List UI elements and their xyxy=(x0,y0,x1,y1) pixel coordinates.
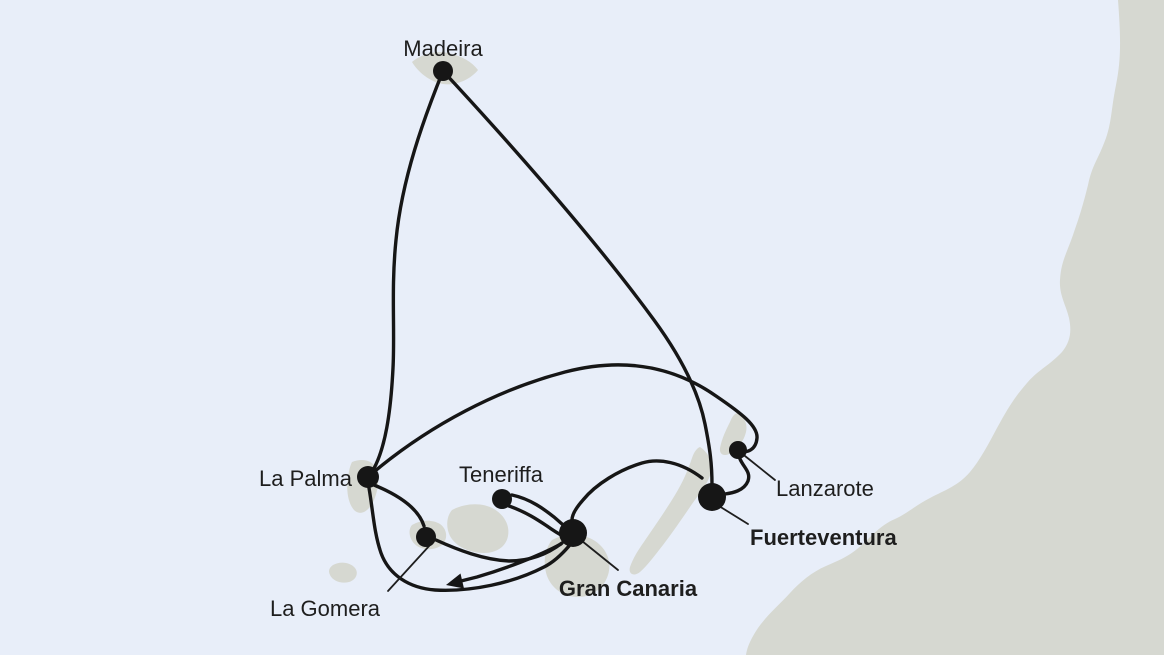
port-marker-la-gomera xyxy=(416,527,436,547)
route-la-palma-la-gomera xyxy=(372,483,426,528)
leader-la-gomera xyxy=(387,544,431,592)
route-madeira-fuerteventura xyxy=(441,69,714,487)
port-marker-fuerteventura xyxy=(698,483,726,511)
port-label-madeira: Madeira xyxy=(403,36,483,61)
port-label-la-gomera: La Gomera xyxy=(270,596,381,621)
port-label-teneriffa: Teneriffa xyxy=(459,462,544,487)
port-label-gran-canaria: Gran Canaria xyxy=(559,576,698,601)
port-marker-teneriffa xyxy=(492,489,512,509)
route-la-palma-south-loop xyxy=(367,486,571,592)
port-marker-madeira xyxy=(433,61,453,81)
leader-fuerteventura xyxy=(718,505,749,525)
route-madeira-la-palma xyxy=(368,69,445,477)
route-lanzarote-fuerteventura xyxy=(723,457,751,496)
direction-arrowhead xyxy=(446,573,464,589)
route-gran-canaria-arrow-line xyxy=(459,542,563,583)
port-marker-lanzarote xyxy=(729,441,747,459)
port-marker-gran-canaria xyxy=(559,519,587,547)
leader-gran-canaria xyxy=(581,540,619,571)
port-label-la-palma: La Palma xyxy=(259,466,353,491)
port-marker-la-palma xyxy=(357,466,379,488)
route-la-palma-lanzarote-arc xyxy=(367,363,759,478)
island-teneriffa xyxy=(447,504,509,553)
port-label-fuerteventura: Fuerteventura xyxy=(750,525,897,550)
landmass-africa-coast xyxy=(746,0,1164,655)
route-fuerteventura-gran-canaria xyxy=(570,459,704,522)
island-fuerteventura xyxy=(629,447,712,575)
island-el-hierro xyxy=(329,562,357,583)
port-label-lanzarote: Lanzarote xyxy=(776,476,874,501)
leader-lanzarote xyxy=(744,455,776,481)
